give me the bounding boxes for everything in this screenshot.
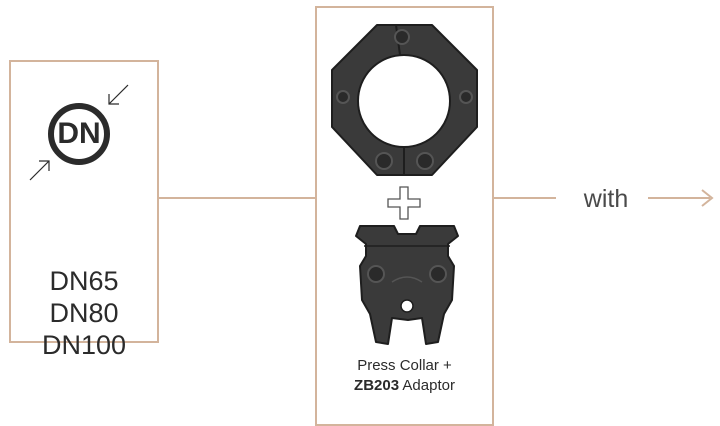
pipe-size-item: DN100 bbox=[41, 330, 127, 360]
adaptor-jaw-icon bbox=[355, 225, 459, 345]
tool-caption-line1: Press Collar + bbox=[357, 357, 452, 374]
tool-caption-line2: ZB203 Adaptor bbox=[317, 376, 492, 396]
pipe-size-item: DN80 bbox=[49, 298, 119, 328]
pipe-size-list: DN65 DN80 DN100 bbox=[11, 265, 157, 361]
connector-line-left bbox=[159, 197, 315, 199]
pipe-size-box: DN DN65 DN80 DN100 bbox=[9, 60, 159, 360]
diameter-icon-text: DN bbox=[57, 117, 101, 150]
arrow-right-icon bbox=[701, 189, 714, 207]
connector-line-right bbox=[494, 197, 556, 199]
with-label: with bbox=[583, 185, 629, 213]
tool-caption: Press Collar + ZB203 Adaptor bbox=[317, 356, 492, 396]
tool-box: Press Collar + ZB203 Adaptor bbox=[315, 6, 494, 426]
connector-line-arrow bbox=[648, 197, 710, 199]
press-collar-icon bbox=[331, 24, 478, 176]
plus-icon bbox=[387, 186, 421, 220]
tool-caption-suffix: Adaptor bbox=[402, 377, 455, 394]
tool-model: ZB203 bbox=[354, 377, 400, 394]
pipe-size-item: DN65 bbox=[49, 266, 119, 296]
diameter-icon bbox=[29, 84, 129, 181]
